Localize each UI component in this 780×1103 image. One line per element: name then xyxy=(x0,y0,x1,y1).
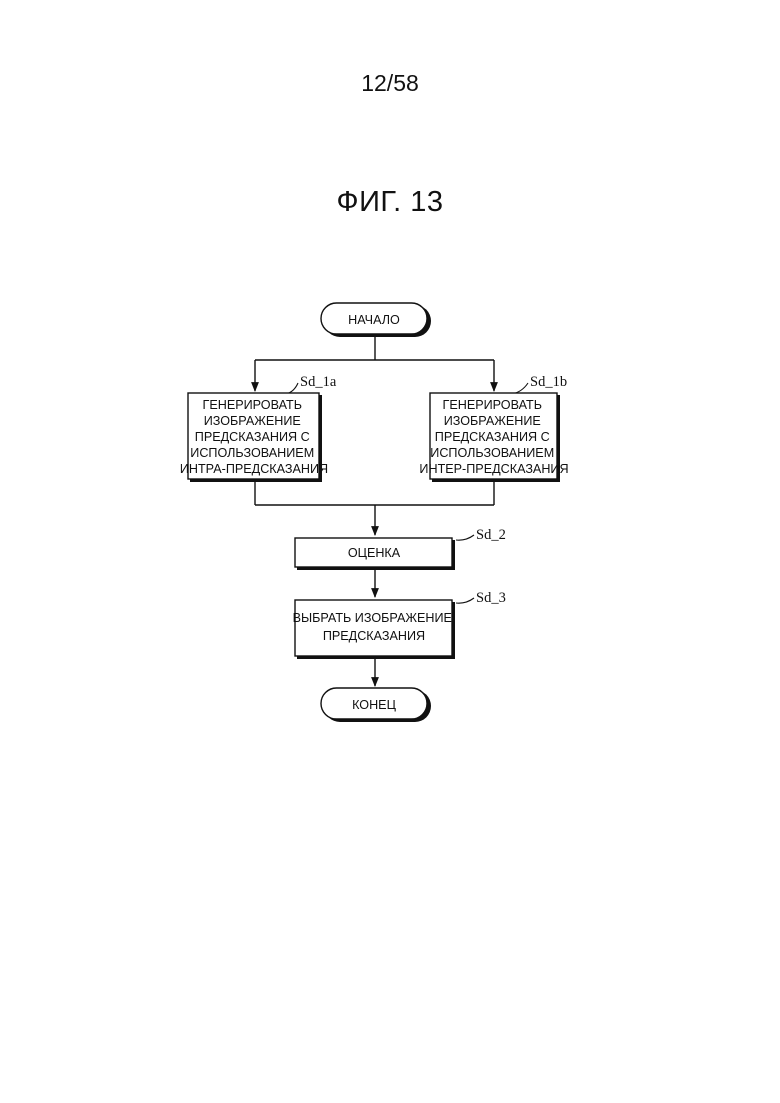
intra-box-line: ГЕНЕРИРОВАТЬ xyxy=(203,398,302,412)
inter-box-line: ИНТЕР-ПРЕДСКАЗАНИЯ xyxy=(419,462,568,476)
intra-box-line: ИСПОЛЬЗОВАНИЕМ xyxy=(190,446,314,460)
start-terminal: НАЧАЛО xyxy=(321,303,431,337)
intra-box-line: ПРЕДСКАЗАНИЯ С xyxy=(195,430,310,444)
intra-box-line: ИЗОБРАЖЕНИЕ xyxy=(204,414,301,428)
inter-box-line: ИСПОЛЬЗОВАНИЕМ xyxy=(430,446,554,460)
end-label: КОНЕЦ xyxy=(352,698,396,712)
step-id-sd1a: Sd_1a xyxy=(300,374,337,390)
start-label: НАЧАЛО xyxy=(348,313,400,327)
inter-box-line: ПРЕДСКАЗАНИЯ С xyxy=(435,430,550,444)
intra-box-line: ИНТРА-ПРЕДСКАЗАНИЯ xyxy=(180,462,328,476)
step-id-sd2: Sd_2 xyxy=(476,527,506,543)
intra-prediction-box: ГЕНЕРИРОВАТЬ ИЗОБРАЖЕНИЕ ПРЕДСКАЗАНИЯ С … xyxy=(180,374,337,482)
select-image-box: ВЫБРАТЬ ИЗОБРАЖЕНИЕ ПРЕДСКАЗАНИЯ Sd_3 xyxy=(293,590,506,659)
select-box-line: ВЫБРАТЬ ИЗОБРАЖЕНИЕ xyxy=(293,611,452,625)
step-id-sd1b: Sd_1b xyxy=(530,374,567,390)
step-id-sd3: Sd_3 xyxy=(476,590,506,606)
evaluation-box: ОЦЕНКА Sd_2 xyxy=(295,527,506,570)
evaluation-label: ОЦЕНКА xyxy=(348,546,401,560)
end-terminal: КОНЕЦ xyxy=(321,688,431,722)
inter-box-line: ГЕНЕРИРОВАТЬ xyxy=(443,398,542,412)
select-box-line: ПРЕДСКАЗАНИЯ xyxy=(323,629,425,643)
inter-box-line: ИЗОБРАЖЕНИЕ xyxy=(444,414,541,428)
